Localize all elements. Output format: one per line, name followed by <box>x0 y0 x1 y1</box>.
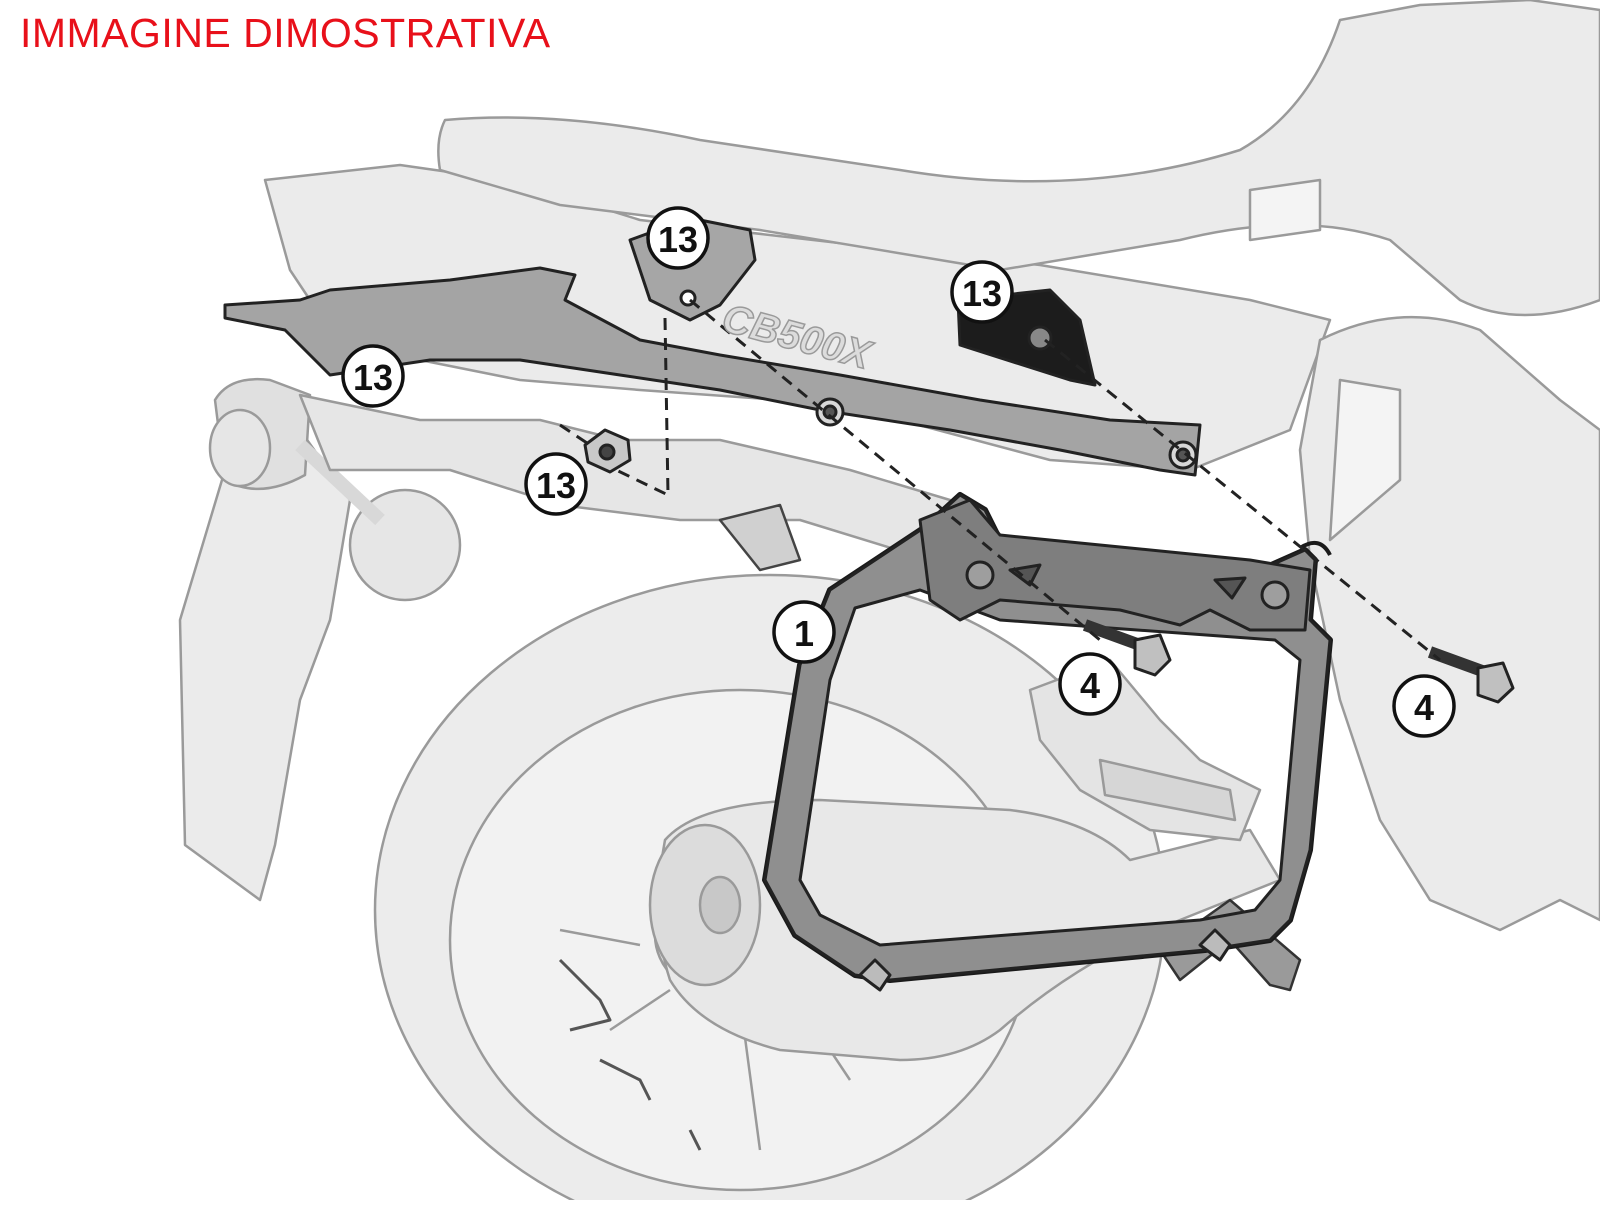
footpeg <box>1098 758 1237 822</box>
callout-number: 13 <box>353 357 393 398</box>
callout-number: 13 <box>658 219 698 260</box>
callout-number: 13 <box>962 273 1002 314</box>
callout-number: 13 <box>536 465 576 506</box>
frame-top-plate <box>918 498 1312 632</box>
bolt-left <box>1082 619 1172 677</box>
frame-hole-2 <box>1260 580 1290 610</box>
exhaust-muffler <box>657 798 1282 1062</box>
callout-4-bolt-right: 4 <box>1392 674 1456 738</box>
chain-guard <box>718 503 802 572</box>
plate-right-hole <box>1027 325 1053 351</box>
callout-13-arm: 13 <box>341 344 405 408</box>
panel-slot <box>1328 378 1402 542</box>
callout-number: 4 <box>1414 687 1434 728</box>
motorcycle-body <box>178 0 1600 1205</box>
callout-13-plate-left: 13 <box>646 206 710 270</box>
wheel-spoke <box>559 928 852 1151</box>
rear-arm-bracket <box>223 266 1202 477</box>
frame-tab-right <box>1198 928 1232 962</box>
frame-upper-hook <box>1298 540 1332 556</box>
frame-tab-left <box>858 958 892 992</box>
assembly-guide-lines <box>559 298 1441 662</box>
flange-nut-hole <box>598 443 616 461</box>
brake-disc-teeth <box>558 958 702 1151</box>
lower-bracket <box>1158 898 1302 992</box>
callout-4-bolt-left: 4 <box>1058 652 1122 716</box>
frame-hole-1 <box>965 560 995 590</box>
callout-number: 1 <box>794 613 814 654</box>
callout-13-plate-right: 13 <box>950 260 1014 324</box>
callout-1-frame: 1 <box>772 600 836 664</box>
seat <box>437 0 1600 317</box>
bolt-right <box>1427 646 1515 704</box>
panel-slot-2 <box>1248 178 1322 242</box>
exhaust-outlet <box>698 875 742 935</box>
callout-number: 4 <box>1080 665 1100 706</box>
indicator-stalk <box>295 439 385 526</box>
frame-triangle-2 <box>1213 576 1247 600</box>
watermark-label: IMMAGINE DIMOSTRATIVA <box>20 10 551 56</box>
callout-13-nut: 13 <box>524 452 588 516</box>
indicator-left <box>208 408 272 488</box>
rear-fender <box>178 428 352 902</box>
